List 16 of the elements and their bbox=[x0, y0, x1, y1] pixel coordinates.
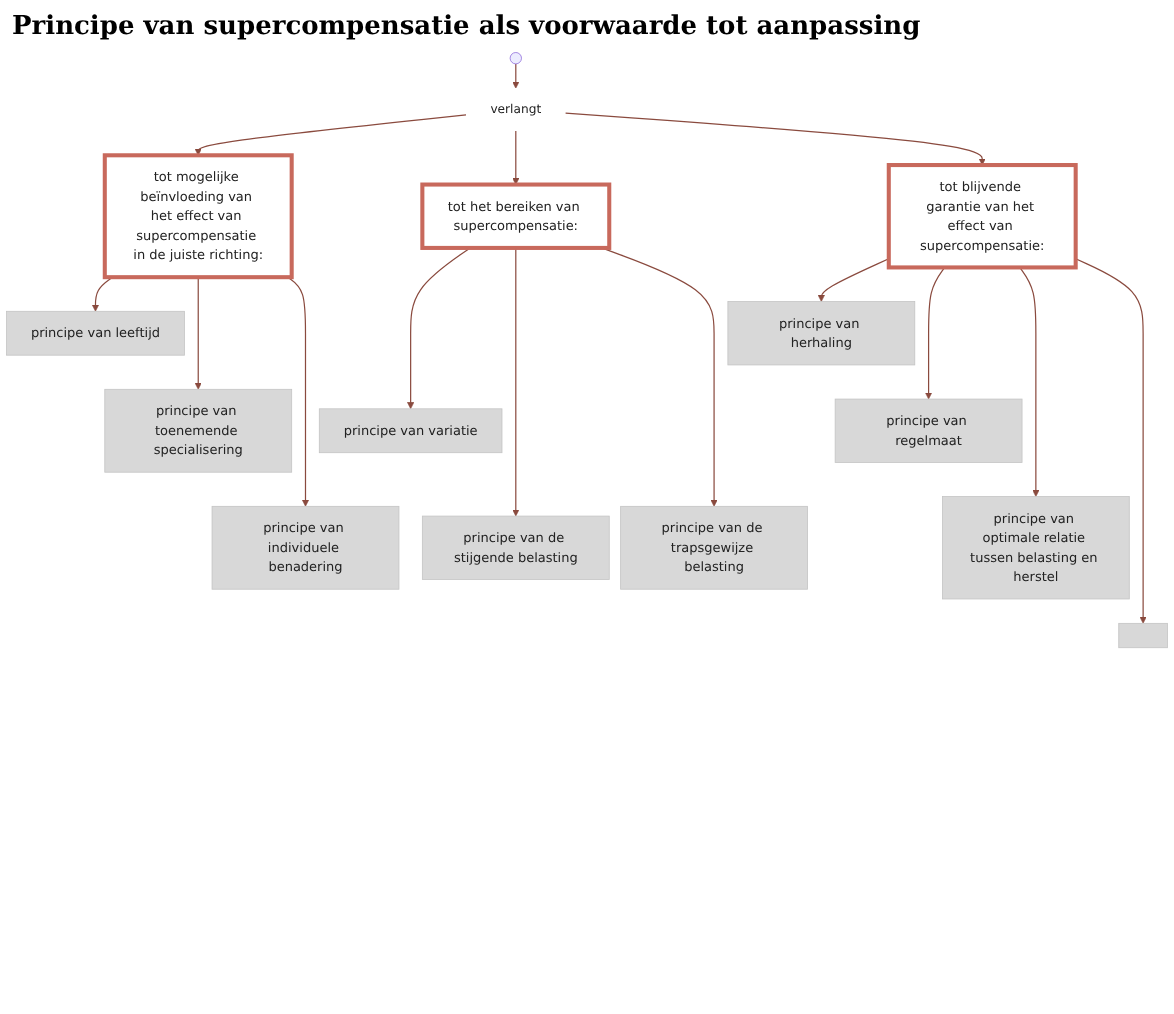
arrow bbox=[1075, 258, 1147, 624]
arrow bbox=[287, 276, 310, 507]
arrow bbox=[91, 276, 114, 312]
arrow bbox=[601, 247, 718, 507]
diagram-title: Principe van supercompensatie als voorwaarde tot aanpassing bbox=[12, 12, 921, 42]
arrow bbox=[1019, 266, 1040, 497]
arrow bbox=[512, 63, 520, 89]
arrow bbox=[925, 266, 946, 400]
arrow bbox=[565, 112, 986, 166]
arrow bbox=[194, 114, 467, 156]
arrow bbox=[407, 247, 471, 410]
node-box bbox=[1118, 622, 1168, 649]
arrow bbox=[512, 130, 520, 185]
arrow bbox=[194, 276, 202, 390]
arrow bbox=[512, 247, 520, 517]
arrow bbox=[817, 258, 890, 302]
